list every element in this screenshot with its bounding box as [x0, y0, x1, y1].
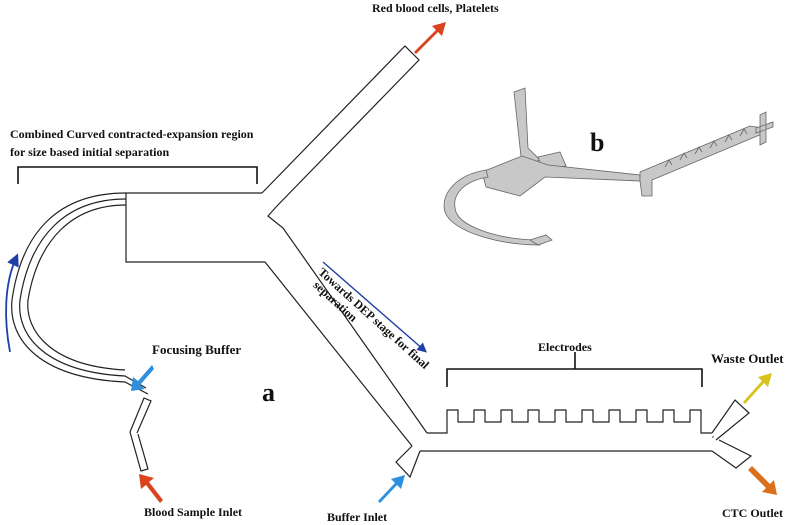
waste-arrow [743, 373, 772, 404]
panel-a-label: a [262, 378, 275, 407]
curved-channel-inner [27, 204, 127, 371]
dep-flow-arrow [322, 261, 427, 353]
channel-network [11, 45, 753, 479]
focusing-label: Focusing Buffer [152, 342, 242, 357]
rbc-outlet-channel [261, 45, 420, 208]
region-label-line2: for size based initial separation [10, 145, 170, 159]
waste-label: Waste Outlet [711, 351, 784, 366]
ctc-arrow [748, 466, 777, 495]
dep-channel-top [427, 409, 712, 434]
rbc-label: Red blood cells, Platelets [372, 1, 499, 15]
electrodes-bracket [446, 352, 703, 387]
ctc-outlet-channel [711, 439, 753, 469]
blood-label: Blood Sample Inlet [144, 505, 243, 519]
buffer-inlet-channel [395, 445, 421, 479]
region-label-line1: Combined Curved contracted-expansion reg… [10, 127, 254, 141]
model-3d [443, 87, 774, 246]
electrodes-label: Electrodes [538, 340, 592, 354]
panel-b-label: b [590, 128, 605, 157]
focusing-arrow [131, 365, 154, 391]
blood-inlet-channel [129, 431, 149, 472]
curved-channel-mid [19, 198, 147, 389]
ctc-label: CTC Outlet [722, 506, 783, 520]
region-bracket [17, 166, 258, 184]
curved-channel-outer [11, 192, 150, 395]
rbc-arrow [414, 22, 446, 54]
focusing-inlet-channel [129, 397, 152, 434]
buffer-label: Buffer Inlet [327, 510, 388, 524]
blood-arrow [139, 474, 163, 503]
buffer-arrow [378, 475, 405, 503]
waste-outlet-channel [711, 399, 750, 441]
curve-flow-arrow [5, 253, 19, 353]
